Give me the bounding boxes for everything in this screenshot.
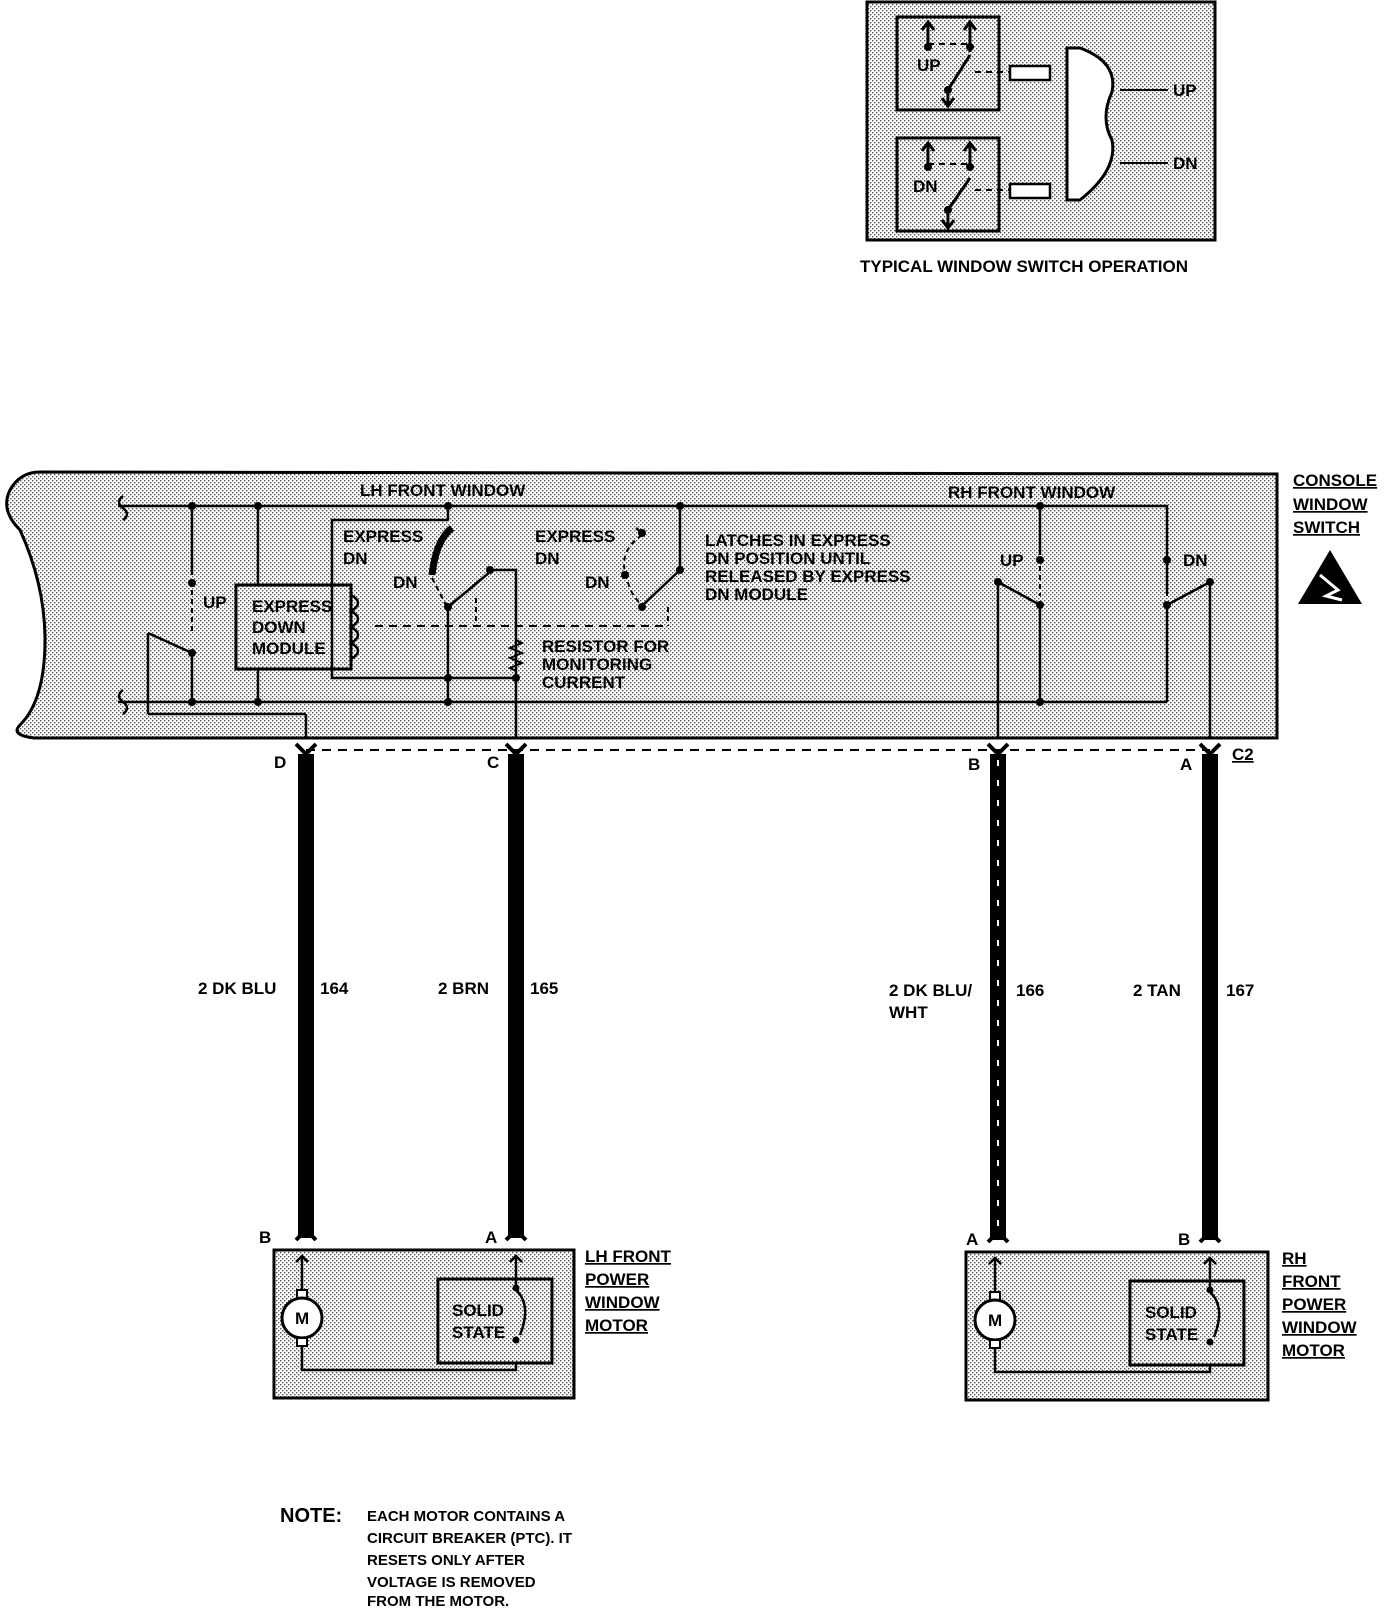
note-line-4: VOLTAGE IS REMOVED: [367, 1574, 536, 1591]
latch-note-1: LATCHES IN EXPRESS: [705, 531, 891, 550]
wire-164-circuit: 164: [320, 979, 349, 998]
wire-166-color-2: WHT: [889, 1003, 928, 1022]
lh-solid-state-2: STATE: [452, 1323, 505, 1342]
lh-motor-symbol: M: [295, 1309, 309, 1328]
resistor-note-3: CURRENT: [542, 673, 626, 692]
rh-motor-title-5: MOTOR: [1282, 1341, 1345, 1360]
rh-solid-state-1: SOLID: [1145, 1303, 1197, 1322]
pin-c: C: [487, 753, 499, 772]
rh-motor-title-3: POWER: [1282, 1295, 1346, 1314]
module-line-2: DOWN: [252, 618, 306, 637]
rh-motor-icon: M: [973, 1298, 1017, 1342]
resistor-note-2: MONITORING: [542, 655, 652, 674]
express2-line-2: DN: [535, 549, 560, 568]
lh-motor-pin-a: A: [485, 1228, 497, 1247]
express2-line-1: EXPRESS: [535, 527, 615, 546]
rh-motor-symbol: M: [988, 1311, 1002, 1330]
lh-motor-icon: M: [280, 1296, 324, 1340]
up-output-label: UP: [1173, 81, 1197, 100]
note-line-2: CIRCUIT BREAKER (PTC). IT: [367, 1530, 572, 1547]
wire-165-color: 2 BRN: [438, 979, 489, 998]
rh-motor-pin-a: A: [966, 1230, 978, 1249]
rh-dn-label: DN: [1183, 551, 1208, 570]
console-title-3: SWITCH: [1293, 518, 1360, 537]
rh-solid-state-2: STATE: [1145, 1325, 1198, 1344]
wire-167-color: 2 TAN: [1133, 981, 1181, 1000]
latch-note-3: RELEASED BY EXPRESS: [705, 567, 911, 586]
typical-switch-panel: UP DN UP DN: [865, 0, 1217, 242]
console-title-1: CONSOLE: [1293, 471, 1377, 490]
module-line-3: MODULE: [252, 639, 326, 658]
lh-up-label: UP: [203, 593, 227, 612]
rh-motor-title-2: FRONT: [1282, 1272, 1341, 1291]
rh-motor-pin-b: B: [1178, 1230, 1190, 1249]
lh-motor-assembly: B A M SOLID STATE: [259, 1228, 576, 1400]
esd-warning-icon: [1298, 550, 1362, 604]
latch-note-4: DN MODULE: [705, 585, 808, 604]
wire-166-circuit: 166: [1016, 981, 1044, 1000]
note-line-3: RESETS ONLY AFTER: [367, 1552, 525, 1569]
console-window-switch: UP EXPRESS DOWN MODULE EXPRESS DN DN: [5, 470, 1279, 740]
wire-164-color: 2 DK BLU: [198, 979, 276, 998]
connector-c2-label: C2: [1232, 745, 1254, 764]
express2-dn: DN: [585, 573, 610, 592]
lh-motor-title-1: LH FRONT: [585, 1247, 672, 1266]
dn-output-label: DN: [1173, 154, 1198, 173]
note-heading: NOTE:: [280, 1505, 342, 1527]
express1-dn: DN: [393, 573, 418, 592]
express1-line-1: EXPRESS: [343, 527, 423, 546]
pin-a: A: [1180, 755, 1192, 774]
rh-motor-title-1: RH: [1282, 1249, 1307, 1268]
lh-motor-title-3: WINDOW: [585, 1293, 661, 1312]
lh-front-window-title: LH FRONT WINDOW: [360, 481, 526, 500]
lh-motor-title-4: MOTOR: [585, 1316, 648, 1335]
resistor-note-1: RESISTOR FOR: [542, 637, 669, 656]
wire-166-color-1: 2 DK BLU/: [889, 981, 972, 1000]
rh-up-label: UP: [1000, 551, 1024, 570]
latch-note-2: DN POSITION UNTIL: [705, 549, 870, 568]
rh-motor-title-4: WINDOW: [1282, 1318, 1358, 1337]
lh-motor-pin-b: B: [259, 1228, 271, 1247]
pin-d: D: [274, 753, 286, 772]
rh-motor-assembly: A B M SOLID STATE: [964, 1230, 1270, 1402]
typical-caption: TYPICAL WINDOW SWITCH OPERATION: [860, 257, 1188, 276]
module-line-1: EXPRESS: [252, 597, 332, 616]
lh-solid-state-1: SOLID: [452, 1301, 504, 1320]
up-switch-label: UP: [917, 56, 941, 75]
rh-front-window-title: RH FRONT WINDOW: [948, 483, 1116, 502]
note-line-5: FROM THE MOTOR.: [367, 1593, 509, 1608]
wire-167-circuit: 167: [1226, 981, 1254, 1000]
console-title-2: WINDOW: [1293, 495, 1369, 514]
dn-switch-label: DN: [913, 177, 938, 196]
express1-line-2: DN: [343, 549, 368, 568]
lh-motor-title-2: POWER: [585, 1270, 649, 1289]
wire-165-circuit: 165: [530, 979, 558, 998]
pin-b: B: [968, 755, 980, 774]
note-line-1: EACH MOTOR CONTAINS A: [367, 1508, 565, 1525]
